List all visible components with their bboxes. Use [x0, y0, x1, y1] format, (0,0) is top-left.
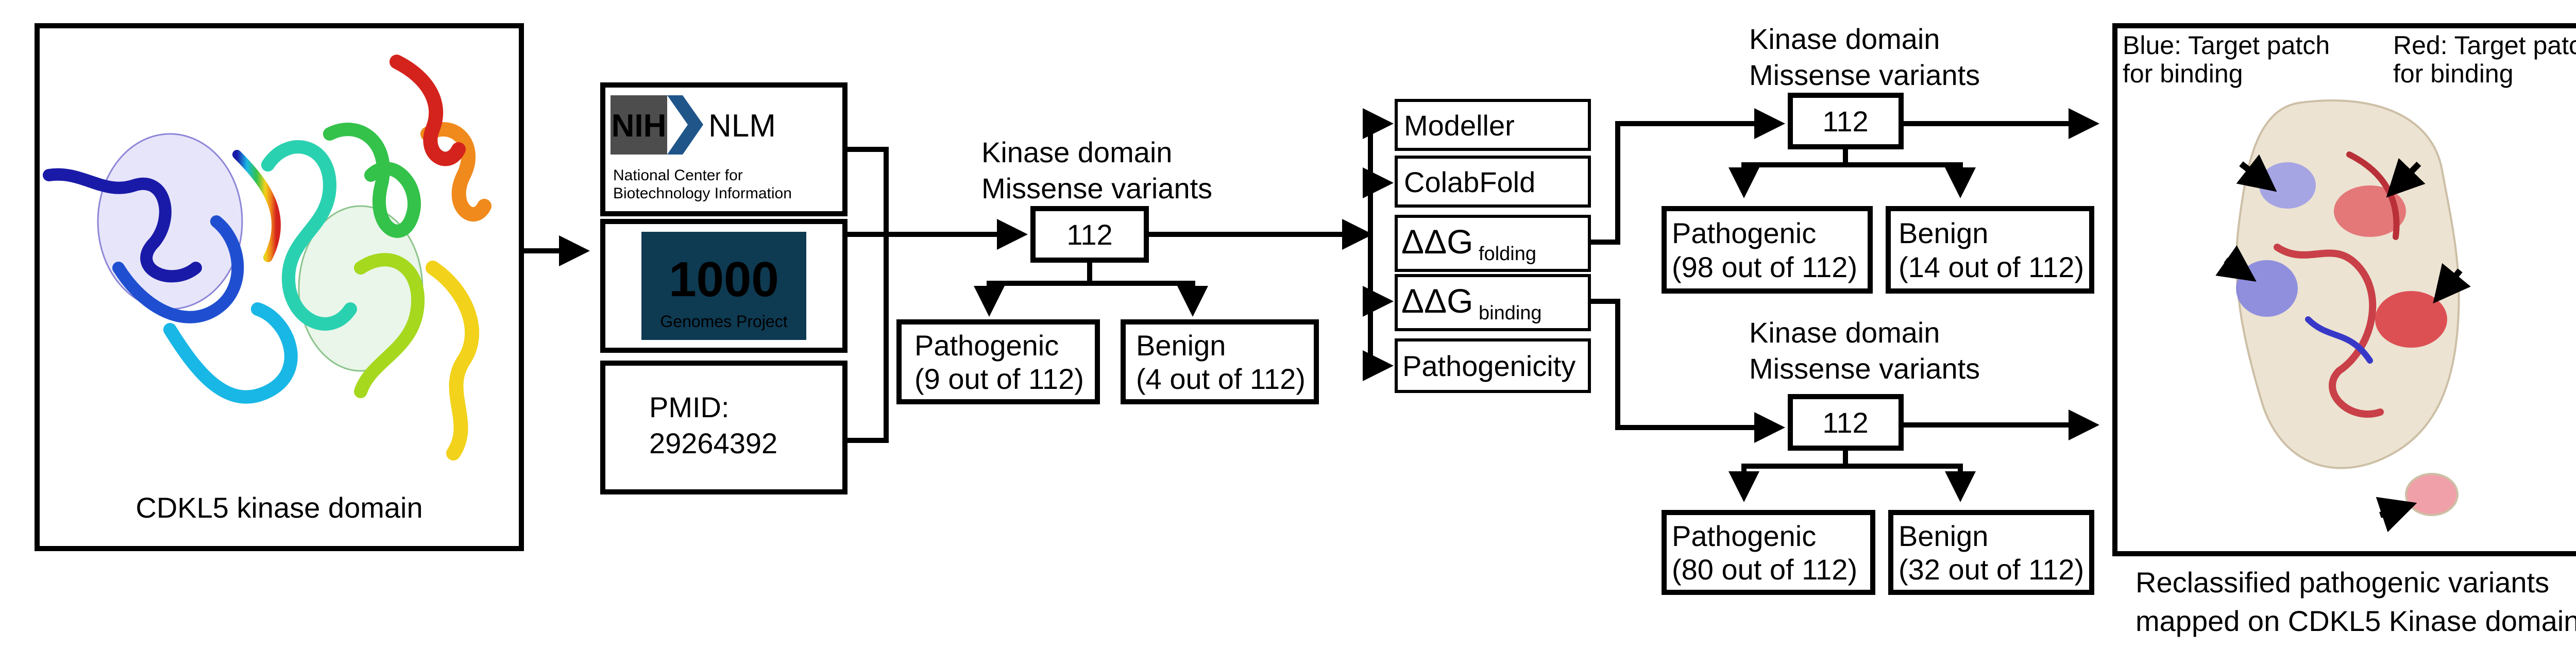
pointer-arrow-3 [2215, 245, 2257, 282]
ncbi-line-1: National Center for [613, 167, 743, 184]
center-pathogenic-count: (9 out of 112) [914, 363, 1084, 395]
left-structure-panel: CDKL5 kinase domain [35, 23, 524, 551]
center-arrow-benign [1090, 281, 1208, 317]
center-title-line-2: Missense variants [981, 172, 1212, 204]
left-panel-caption: CDKL5 kinase domain [135, 491, 422, 524]
nih-logo-block [611, 95, 667, 155]
ddg-binding-symbol: ΔΔG [1401, 282, 1473, 320]
right-surface-panel: Blue: Target patch for binding Red: Targ… [2112, 23, 2576, 556]
center-benign-label: Benign [1136, 329, 1226, 362]
pointer-arrow-4 [2433, 263, 2471, 304]
binding-arrow-pathogenic [1728, 448, 1848, 502]
pointer-arrow-5 [2376, 497, 2417, 533]
folding-benign-label: Benign [1899, 217, 1988, 249]
kinase-ribbon-structure [43, 55, 492, 460]
binding-pathogenic-box [1662, 510, 1875, 595]
pointer-arrow-1 [2236, 154, 2277, 192]
binding-benign-count: (32 out of 112) [1899, 553, 2084, 586]
center-variant-group: Kinase domain Missense variants 112 Path… [896, 136, 1319, 404]
ddg-binding-box [1395, 274, 1591, 331]
tools-column: Modeller ColabFold ΔΔG folding ΔΔG bindi… [1363, 99, 1591, 393]
genomes-logo-number: 1000 [669, 252, 779, 307]
center-title-line-1: Kinase domain [981, 136, 1172, 168]
genomes-logo-background [641, 232, 806, 340]
folding-count-box [1788, 93, 1904, 149]
binding-benign-label: Benign [1899, 520, 1988, 552]
red-target-patch-upper [2334, 185, 2406, 237]
modeller-box [1395, 99, 1591, 151]
ddg-folding-symbol: ΔΔG [1401, 223, 1473, 261]
folding-count: 112 [1822, 105, 1868, 138]
center-benign-count: (4 out of 112) [1136, 363, 1306, 395]
center-count: 112 [1066, 218, 1112, 251]
right-caption-line-1: Reclassified pathogenic variants [2136, 566, 2549, 599]
binding-title-line-1: Kinase domain [1749, 316, 1940, 349]
binding-arrow-benign [1845, 464, 1976, 502]
nih-chevron-icon [667, 95, 703, 155]
colabfold-box [1395, 156, 1591, 208]
folding-pathogenic-count: (98 out of 112) [1672, 251, 1857, 283]
folding-arrow-pathogenic [1728, 147, 1848, 198]
ddg-folding-subscript: folding [1479, 243, 1536, 265]
binding-count: 112 [1822, 406, 1868, 439]
center-arrow-pathogenic [974, 260, 1092, 317]
right-caption-line-2: mapped on CDKL5 Kinase domain [2136, 605, 2576, 637]
binding-variant-group: Kinase domain Missense variants 112 Path… [1662, 316, 2094, 595]
center-pathogenic-box [896, 319, 1100, 404]
nlm-logo-text: NLM [708, 108, 776, 144]
red-target-patch-right [2375, 291, 2447, 348]
ncbi-line-2: Biotechnology Information [613, 185, 792, 202]
ddg-binding-subscript: binding [1479, 302, 1542, 324]
center-pathogenic-label: Pathogenic [914, 329, 1059, 362]
nih-logo-text: NIH [612, 108, 667, 144]
folding-arrow-benign [1845, 162, 1976, 198]
pathogenicity-box [1395, 338, 1591, 393]
folding-benign-count: (14 out of 112) [1899, 251, 2084, 283]
nih-ncbi-source: NIH NLM National Center for Biotechnolog… [600, 82, 848, 216]
folding-title-line-2: Missense variants [1749, 59, 1980, 91]
blue-target-patch-lower [2236, 260, 2298, 317]
binding-pathogenic-count: (80 out of 112) [1672, 553, 1857, 586]
pointer-arrow-2 [2386, 158, 2426, 198]
colabfold-label: ColabFold [1404, 166, 1535, 198]
pathogenicity-label: Pathogenicity [1402, 350, 1575, 382]
genomes-logo-text: Genomes Project [660, 312, 787, 331]
pmid-number: 29264392 [649, 427, 777, 459]
sources-bracket [845, 147, 889, 443]
modeller-label: Modeller [1404, 109, 1515, 142]
folding-variant-group: Kinase domain Missense variants 112 Path… [1662, 23, 2094, 294]
folding-benign-box [1886, 206, 2094, 294]
red-target-patch-bottom [2405, 473, 2459, 516]
blue-label-line-2: for binding [2123, 59, 2243, 88]
binding-pathogenic-label: Pathogenic [1672, 520, 1816, 552]
folding-pathogenic-box [1662, 206, 1873, 294]
center-benign-box [1121, 319, 1319, 404]
pmid-source: PMID: 29264392 [600, 361, 848, 494]
1000-genomes-source: 1000 Genomes Project [600, 219, 848, 353]
folding-pathogenic-label: Pathogenic [1672, 217, 1816, 249]
red-label-line-2: for binding [2393, 59, 2514, 88]
pmid-label: PMID: [649, 391, 730, 423]
blue-label-line-1: Blue: Target patch [2123, 31, 2330, 60]
red-label-line-1: Red: Target patch [2393, 31, 2576, 60]
binding-title-line-2: Missense variants [1749, 352, 1980, 385]
binding-benign-box [1888, 510, 2094, 595]
pmid-source-box [600, 361, 848, 494]
folding-title-line-1: Kinase domain [1749, 23, 1940, 55]
